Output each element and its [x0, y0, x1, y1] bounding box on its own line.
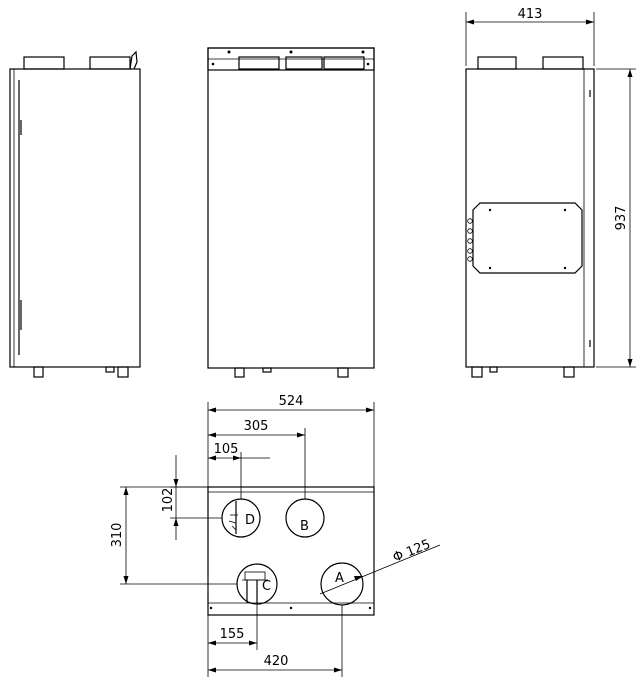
width-dimension: 524 [279, 394, 304, 409]
spigot-d-label: D [245, 513, 255, 528]
spigot-c-top-dimension: 310 [110, 523, 125, 548]
spigot-d-top-dimension: 102 [161, 488, 176, 513]
spigot-c-label: C [262, 579, 271, 594]
spigot-b-offset-dimension: 305 [244, 419, 269, 434]
front-view [207, 47, 375, 378]
height-dimension: 937 [614, 206, 629, 231]
side-view [9, 50, 141, 378]
spigot-c-offset-dimension: 155 [220, 627, 245, 642]
spigot-a-offset-dimension: 420 [264, 654, 289, 669]
spigot-a-label: A [335, 571, 344, 586]
top-view: D B C A Φ 125 524 305 105 [110, 394, 441, 677]
spigot-d-offset-dimension: 105 [214, 442, 239, 457]
diameter-dimension: Φ 125 [391, 537, 433, 566]
rear-view: 413 937 [465, 7, 636, 378]
spigot-b-label: B [300, 519, 309, 534]
depth-dimension: 413 [518, 7, 543, 22]
